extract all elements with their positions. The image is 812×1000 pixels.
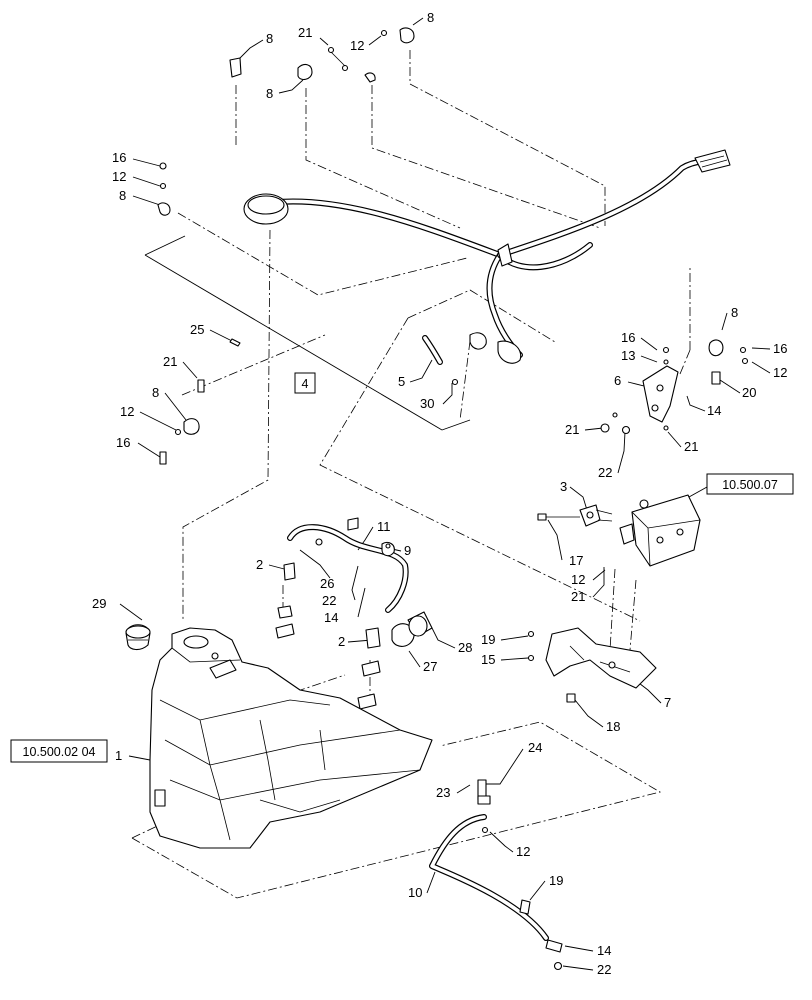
- reference-box-10-500-02-04-label: 10.500.02 04: [23, 745, 96, 759]
- callout-16: 16: [773, 341, 787, 356]
- bolt-stack-left-top: [157, 162, 171, 216]
- callout-26: 26: [320, 576, 334, 591]
- fuel-tank-part-1: [149, 627, 433, 849]
- callout-28: 28: [458, 640, 472, 655]
- tube-part-10: [429, 779, 563, 971]
- callout-21: 21: [298, 25, 312, 40]
- reference-box-10-500-07-label: 10.500.07: [722, 478, 778, 492]
- leader-lines: [119, 17, 771, 971]
- parts: [125, 27, 749, 971]
- callout-3: 3: [560, 479, 567, 494]
- callout-12: 12: [516, 844, 530, 859]
- callout-14: 14: [597, 943, 611, 958]
- callout-16: 16: [112, 150, 126, 165]
- callout-21: 21: [571, 589, 585, 604]
- callout-18: 18: [606, 719, 620, 734]
- callout-14: 14: [324, 610, 338, 625]
- callout-15: 15: [481, 652, 495, 667]
- reference-box-4-label: 4: [302, 377, 309, 391]
- cap-part-29: [125, 624, 151, 651]
- callout-8: 8: [266, 86, 273, 101]
- reference-box-10-500-07: 10.500.07: [706, 473, 794, 495]
- callout-22: 22: [597, 962, 611, 977]
- callout-22: 22: [598, 465, 612, 480]
- callout-19: 19: [481, 632, 495, 647]
- bolt-part-21-top: [327, 46, 349, 72]
- reference-box-4: 4: [294, 372, 316, 394]
- fitting-part-2-upper: [275, 562, 296, 639]
- callout-6: 6: [614, 373, 621, 388]
- callout-11: 11: [377, 519, 391, 534]
- callout-8: 8: [152, 385, 159, 400]
- fitting-part-2-lower: [357, 627, 381, 710]
- bracket-part-7: [527, 627, 657, 703]
- callout-16: 16: [116, 435, 130, 450]
- callout-13: 13: [621, 348, 635, 363]
- callout-14: 14: [707, 403, 721, 418]
- callout-10: 10: [408, 885, 422, 900]
- callout-9: 9: [404, 543, 411, 558]
- callout-7: 7: [664, 695, 671, 710]
- callout-30: 30: [420, 396, 434, 411]
- bolt-stack-left-mid: [159, 379, 205, 465]
- callout-8: 8: [119, 188, 126, 203]
- callout-8: 8: [266, 31, 273, 46]
- callout-19: 19: [549, 873, 563, 888]
- sensor-part-3: [537, 504, 613, 527]
- callout-29: 29: [92, 596, 106, 611]
- callout-22: 22: [322, 593, 336, 608]
- callout-27: 27: [423, 659, 437, 674]
- pin-part-25: [229, 338, 241, 347]
- control-block: [619, 494, 701, 567]
- callout-8: 8: [427, 10, 434, 25]
- callout-12: 12: [571, 572, 585, 587]
- grommet-part-28: [407, 611, 433, 637]
- callout-20: 20: [742, 385, 756, 400]
- clip-part-8-b: [297, 63, 313, 81]
- callout-12: 12: [120, 404, 134, 419]
- callout-21: 21: [565, 422, 579, 437]
- callout-17: 17: [569, 553, 583, 568]
- callout-12: 12: [773, 365, 787, 380]
- callout-12: 12: [112, 169, 126, 184]
- callout-8: 8: [731, 305, 738, 320]
- callout-21: 21: [163, 354, 177, 369]
- callout-23: 23: [436, 785, 450, 800]
- callout-1: 1: [115, 748, 122, 763]
- clip-part-8-a: [229, 57, 242, 78]
- callout-16: 16: [621, 330, 635, 345]
- bracket-part-6: [600, 339, 749, 435]
- washer-part-12-top: [364, 29, 388, 83]
- clamp-part-27: [391, 623, 415, 647]
- callout-21: 21: [684, 439, 698, 454]
- callout-2: 2: [338, 634, 345, 649]
- reference-box-10-500-02-04: 10.500.02 04: [10, 739, 108, 763]
- callout-12: 12: [350, 38, 364, 53]
- callout-5: 5: [398, 374, 405, 389]
- callout-2: 2: [256, 557, 263, 572]
- hose-part-11: [287, 517, 409, 613]
- callouts: 8 21 12 8 8 16 12 8 25 21 8 12 16 5 30 8…: [92, 10, 787, 977]
- callout-25: 25: [190, 322, 204, 337]
- wire-lead-part-5: [422, 335, 459, 386]
- wiring-harness: [243, 149, 731, 364]
- reference-boxes: 4 10.500.07 10.500.02 04: [10, 372, 794, 763]
- callout-24: 24: [528, 740, 542, 755]
- clip-part-8-c: [399, 27, 415, 44]
